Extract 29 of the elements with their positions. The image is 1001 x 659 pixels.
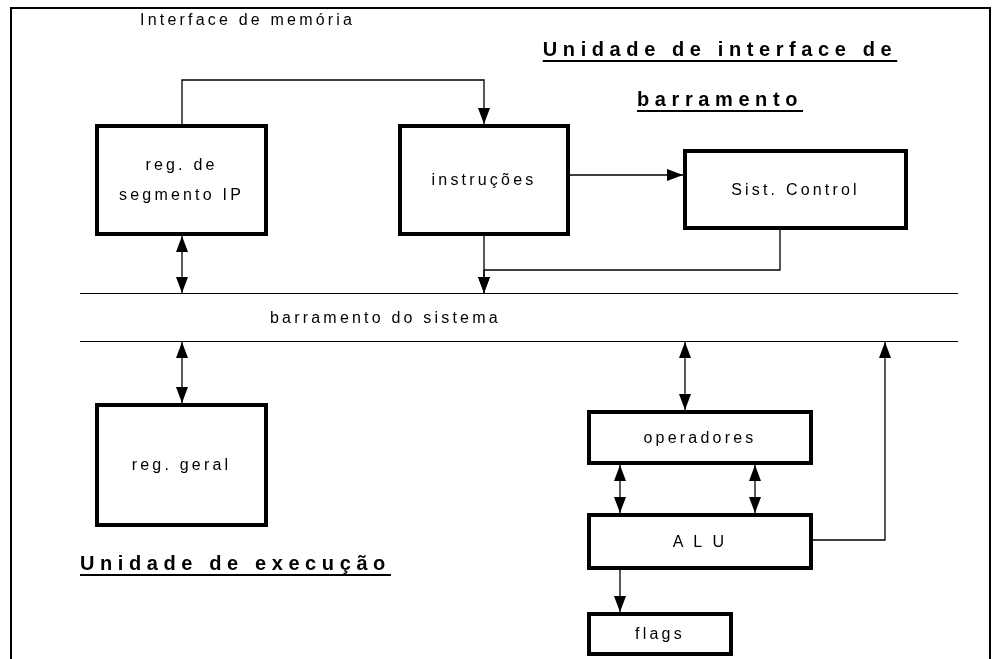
process-box <box>398 124 570 236</box>
arrow <box>176 235 188 294</box>
process-box <box>95 124 268 236</box>
interface-label: Interface de memória <box>140 10 356 30</box>
arrow <box>679 341 691 411</box>
node-label: A L U <box>672 531 728 552</box>
arrow <box>176 341 188 404</box>
node-label: reg. geral <box>131 455 232 475</box>
process-box <box>587 410 813 465</box>
unit-heading: Unidade de execução <box>80 551 391 576</box>
arrow <box>812 341 891 541</box>
node-label: barramento do sistema <box>270 307 501 328</box>
bus-band <box>80 293 958 342</box>
node-label: operadores <box>643 427 757 448</box>
unit-heading: Unidade de interface de barramento <box>541 37 899 112</box>
arrow <box>749 464 761 514</box>
process-box <box>683 149 908 230</box>
arrow <box>569 169 684 181</box>
process-box <box>587 513 813 570</box>
arrow <box>181 79 490 125</box>
node-label: instruções <box>431 170 537 190</box>
process-box <box>587 612 733 656</box>
arrow <box>614 464 626 514</box>
node-label: reg. de segmento IP <box>118 155 245 205</box>
node-label: flags <box>635 624 685 644</box>
process-box <box>95 403 268 527</box>
arrow <box>614 569 626 613</box>
node-label: Sist. Control <box>731 179 860 200</box>
arrow <box>478 235 490 294</box>
